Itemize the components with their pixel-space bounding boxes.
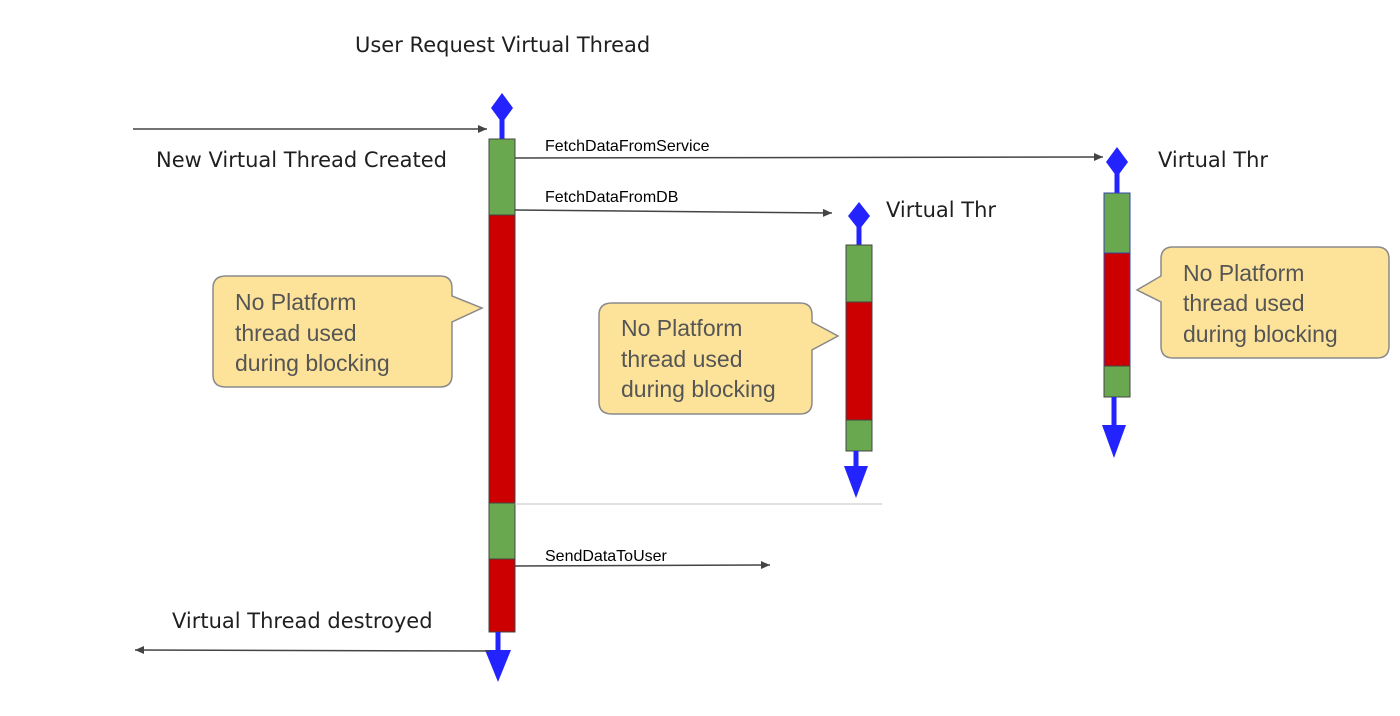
service-running-segment-2 — [1103, 365, 1131, 398]
fetch-service-arrow — [514, 153, 1104, 162]
diagram-title: User Request Virtual Thread — [355, 33, 650, 57]
service-thread-label: Virtual Thr — [1158, 148, 1268, 172]
callout-db-line-1: No Platform — [621, 315, 742, 341]
callout-main-text: No Platform thread used during blocking — [235, 289, 390, 376]
callout-service-line-1: No Platform — [1183, 260, 1304, 286]
callout-main-line-1: No Platform — [235, 289, 356, 315]
main-end-arrow-icon — [485, 650, 511, 682]
db-thread-label: Virtual Thr — [886, 198, 996, 222]
service-blocked-segment — [1103, 252, 1131, 367]
main-start-diamond-icon — [491, 93, 513, 123]
callout-service-line-2: thread used — [1183, 290, 1304, 316]
send-user-label: SendDataToUser — [545, 548, 668, 565]
callout-main-line-2: thread used — [235, 320, 356, 346]
callout-main-line-3: during blocking — [235, 350, 390, 376]
callout-db-line-2: thread used — [621, 346, 742, 372]
callout-db-line-3: during blocking — [621, 376, 776, 402]
db-end-arrow-icon — [844, 466, 868, 498]
fetch-db-label: FetchDataFromDB — [545, 189, 678, 206]
fetch-service-label: FetchDataFromService — [545, 138, 710, 155]
callout-service-text: No Platform thread used during blocking — [1183, 260, 1338, 347]
thread-created-label: New Virtual Thread Created — [156, 148, 447, 172]
db-thread-lifeline — [844, 202, 873, 498]
callout-db-bubble — [598, 302, 840, 415]
db-start-diamond-icon — [848, 202, 870, 230]
main-running-segment-1 — [488, 138, 516, 216]
db-running-segment-1 — [845, 244, 873, 303]
service-thread-lifeline — [1102, 147, 1131, 458]
db-blocked-segment — [845, 301, 873, 421]
main-running-segment-2 — [488, 502, 516, 560]
thread-destroyed-arrow — [134, 646, 490, 655]
callout-main: No Platform thread used during blocking — [212, 275, 484, 388]
callout-service-bubble — [1135, 246, 1390, 359]
main-thread-lifeline — [485, 93, 516, 682]
callout-db-text: No Platform thread used during blocking — [621, 315, 776, 402]
send-user-arrow — [514, 561, 771, 570]
thread-destroyed-label: Virtual Thread destroyed — [172, 609, 433, 633]
db-running-segment-2 — [845, 419, 873, 452]
service-end-arrow-icon — [1102, 425, 1126, 458]
main-blocked-segment-2 — [488, 558, 516, 633]
callout-service-line-3: during blocking — [1183, 321, 1338, 347]
main-blocked-segment-1 — [488, 214, 516, 504]
service-start-diamond-icon — [1106, 147, 1128, 177]
service-running-segment-1 — [1103, 192, 1131, 254]
callout-db: No Platform thread used during blocking — [598, 302, 840, 415]
callout-service: No Platform thread used during blocking — [1135, 246, 1390, 359]
callout-main-bubble — [212, 275, 484, 388]
fetch-db-arrow — [514, 208, 833, 217]
